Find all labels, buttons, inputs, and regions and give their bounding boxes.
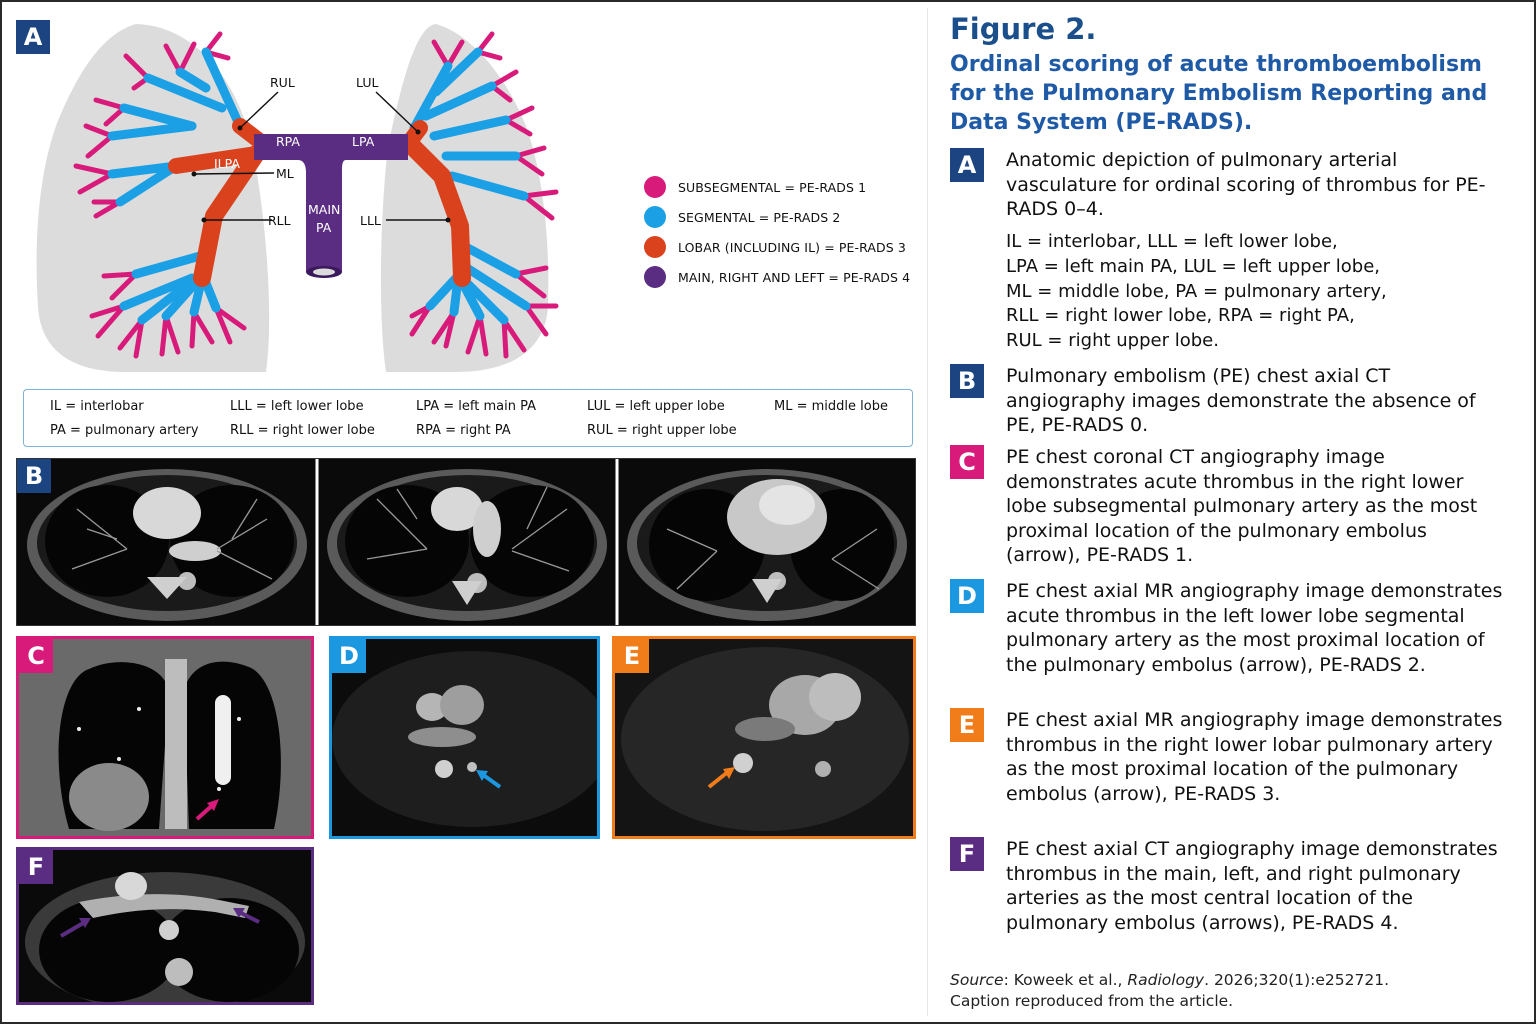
label-lll: LLL [360,213,381,228]
abbreviation-item: LLL = left lower lobe [230,399,364,414]
pulmonary-artery-diagram: RUL LUL RPA LPA ILPA ML RLL LLL MAIN PA [36,24,559,372]
panel-c-coronal-ct: C [16,636,314,839]
legend-dot [644,236,666,258]
label-ilpa: ILPA [214,156,240,171]
abbreviation-item: ML = middle lobe [774,399,888,414]
panel-a-diagram: RUL LUL RPA LPA ILPA ML RLL LLL MAIN PA … [16,16,914,456]
caption-d-text: PE chest axial MR angiography image demo… [1006,580,1503,676]
label-main: MAIN [308,202,340,217]
source-citation: Source: Koweek et al., Radiology. 2026;3… [950,970,1510,1012]
caption-d-badge: D [950,579,984,613]
abbreviation-item: RUL = right upper lobe [587,423,737,438]
abbreviation-item: RPA = right PA [416,423,511,438]
panel-b-ct-images: B [16,458,916,626]
legend-label: MAIN, RIGHT AND LEFT = PE-RADS 4 [678,269,911,285]
figure-title: Figure 2. [950,12,1097,46]
diagram-labels: RUL LUL RPA LPA ILPA ML RLL LLL MAIN PA [214,75,381,235]
source-journal: Radiology [1127,971,1205,989]
panel-d-axial-mr: D [329,636,600,839]
ct-slice-3 [627,469,907,621]
caption-b-text: Pulmonary embolism (PE) chest axial CT a… [1006,365,1476,436]
label-leader-dots [191,125,451,223]
panel-f-badge: F [19,850,53,884]
caption-e: E PE chest axial MR angiography image de… [950,708,1510,834]
caption-abbr-line: IL = interlobar, LLL = left lower lobe, [1006,231,1338,252]
legend-label: SUBSEGMENTAL = PE-RADS 1 [678,179,867,195]
panel-f-axial-ct: F [16,847,314,1005]
legend-label: SEGMENTAL = PE-RADS 2 [678,209,841,225]
caption-e-badge: E [950,708,984,742]
ct-slice-1 [27,469,307,621]
abbreviation-item: PA = pulmonary artery [50,423,199,438]
panel-c-badge: C [19,639,53,673]
caption-e-text: PE chest axial MR angiography image demo… [1006,709,1503,805]
caption-b-badge: B [950,364,984,398]
panel-a-badge: A [16,20,50,54]
label-rll: RLL [268,213,291,228]
arrow-indicator [707,769,731,789]
caption-abbr-line: ML = middle lobe, PA = pulmonary artery, [1006,280,1387,302]
abbreviation-item: LUL = left upper lobe [587,399,725,414]
label-lpa: LPA [352,134,375,149]
panel-e-badge: E [615,639,649,673]
caption-f-badge: F [950,837,984,871]
legend-dot [644,206,666,228]
label-rpa: RPA [276,134,300,149]
source-authors: : Koweek et al., [1003,971,1128,989]
legend-dot [644,266,666,288]
caption-abbr-line: LPA = left main PA, LUL = left upper lob… [1006,255,1381,277]
main-pulmonary-arteries [254,134,408,278]
legend-dot [644,176,666,198]
label-ml: ML [276,166,294,181]
label-lul: LUL [356,75,378,90]
panel-b-badge: B [17,459,51,493]
label-leader-lines [193,91,448,221]
abbreviation-item: IL = interlobar [50,399,144,414]
subsegmental-branches [73,31,559,359]
column-divider [927,8,928,1016]
source-note: Caption reproduced from the article. [950,992,1234,1010]
caption-c-badge: C [950,445,984,479]
arrow-indicator [59,920,87,938]
pe-rads-legend: SUBSEGMENTAL = PE-RADS 1 SEGMENTAL = PE-… [644,172,910,292]
arrow-indicator [238,910,260,924]
legend-item-lobar: LOBAR (INCLUDING IL) = PE-RADS 3 [644,232,910,262]
caption-a-abbreviations: IL = interlobar, LLL = left lower lobe, … [1006,230,1506,354]
caption-a: A Anatomic depiction of pulmonary arteri… [950,148,1510,358]
caption-c: C PE chest coronal CT angiography image … [950,445,1510,571]
panel-e-axial-mr: E [612,636,916,839]
caption-abbr-line: RUL = right upper lobe. [1006,330,1219,352]
legend-item-subsegmental: SUBSEGMENTAL = PE-RADS 1 [644,172,910,202]
legend-label: LOBAR (INCLUDING IL) = PE-RADS 3 [678,239,906,255]
caption-a-text: Anatomic depiction of pulmonary arterial… [1006,149,1486,220]
abbreviation-item: RLL = right lower lobe [230,423,375,438]
caption-c-text: PE chest coronal CT angiography image de… [1006,446,1478,566]
source-citation-detail: . 2026;320(1):e252721. [1204,971,1390,989]
label-rul: RUL [270,75,295,90]
caption-a-badge: A [950,148,984,182]
figure-subtitle: Ordinal scoring of acute thromboembolism… [950,52,1488,135]
legend-item-main: MAIN, RIGHT AND LEFT = PE-RADS 4 [644,262,910,292]
caption-f-text: PE chest axial CT angiography image demo… [1006,838,1498,934]
caption-b: B Pulmonary embolism (PE) chest axial CT… [950,364,1510,440]
caption-d: D PE chest axial MR angiography image de… [950,579,1510,705]
panel-d-badge: D [332,639,366,673]
abbreviation-item: LPA = left main PA [416,399,537,414]
caption-f: F PE chest axial CT angiography image de… [950,837,1510,963]
source-label: Source [950,971,1004,989]
ct-slice-2 [327,469,607,621]
abbreviation-box: IL = interlobar LLL = left lower lobe LP… [23,389,913,447]
arrow-indicator [480,772,502,789]
label-pa: PA [316,220,332,235]
caption-abbr-line: RLL = right lower lobe, RPA = right PA, [1006,305,1355,327]
legend-item-segmental: SEGMENTAL = PE-RADS 2 [644,202,910,232]
